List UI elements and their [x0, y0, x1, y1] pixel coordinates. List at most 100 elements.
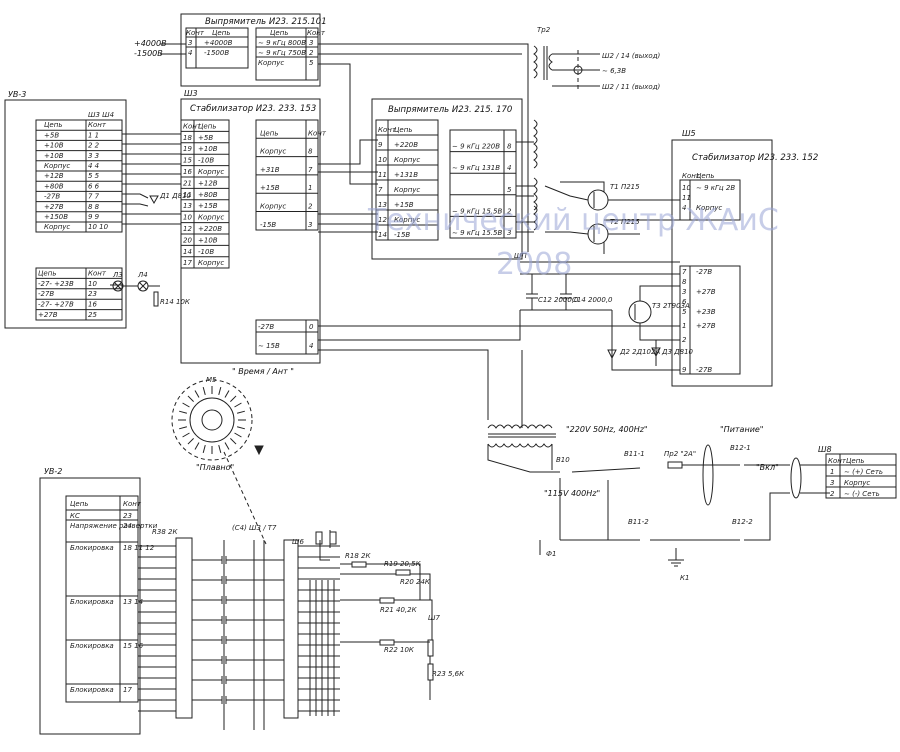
stab153-mid-row-0-b: Конт — [308, 129, 327, 137]
rectifier-170-block: Выпрямитель И23. 215. 170 КонтЦепь9+220В… — [371, 98, 523, 260]
stab153-left-row-7-b: +15В — [198, 202, 218, 210]
uv2-row-2-net: Напряжение развертки — [70, 522, 158, 530]
uv3-row-0-b: Конт — [88, 121, 107, 129]
fuse-label: Пр2 "2А" — [664, 450, 696, 458]
rectifier-101-out-2-pin: 2 — [309, 49, 314, 57]
vypr170-right-row-0-a: ∼ 9 кГц 220В — [452, 143, 500, 151]
stab153-mid-row-3-b: 1 — [308, 184, 312, 192]
power-head-net: Цепь — [846, 457, 864, 465]
uv3-row-4-a: Корпус — [44, 162, 70, 170]
uv3-lower-row-1-b: 10 — [88, 280, 97, 288]
vypr170-left-row-3-b: +131В — [394, 171, 418, 179]
power-connector-label: Ш8 — [818, 445, 832, 454]
rectifier-101-head-d: Конт — [307, 29, 326, 37]
uv2-label: УВ-2 — [44, 467, 62, 476]
rectifier-101-row-2-pin: 4 — [188, 49, 192, 57]
stab153-mid-row-4-b: 2 — [308, 203, 313, 211]
resistor-r18-label: R18 2К — [345, 552, 371, 560]
stabilizer-152-title-a: Стабилизатор И23. 233. 152 — [692, 153, 818, 163]
resistor-r21 — [379, 639, 395, 646]
stab153-mid-row-0-a: Цепь — [260, 129, 278, 137]
transformer-tr1: "220V 50Hz, 400Hz" "115V 400Hz" В10 В11-… — [487, 350, 830, 582]
stab152-row-6-pin: 3 — [682, 288, 686, 296]
uv2-row-6-net: Блокировка — [70, 686, 114, 694]
switch-b12a-label: В12-1 — [730, 444, 751, 452]
stab152-row-5-pin: 8 — [682, 278, 687, 286]
resistor-r18 — [351, 561, 367, 568]
rectifier-101-title: Выпрямитель И23. 215.101 — [205, 17, 327, 27]
uv2-row-0-net: Цепь — [70, 500, 88, 508]
stab152-row-10-pin: 2 — [682, 336, 687, 344]
rectifier-101-row-2-net: -1500В — [204, 49, 229, 57]
output-1-label: Ш2 / 14 (выход) — [602, 52, 661, 60]
stab153-left-row-5-b: +12В — [198, 179, 218, 187]
stab153-mid-row-5-b: 3 — [308, 221, 312, 229]
stabilizer-153-out-15v: ∼ 15В — [258, 342, 280, 350]
rotary-contact — [218, 387, 222, 396]
rectifier-101-row-1-net: +4000В — [204, 39, 233, 47]
stab153-left-row-12-b: Корпус — [198, 259, 224, 267]
power-row-2-pin: 3 — [830, 479, 834, 487]
stab152-row-6-net: +27В — [696, 288, 716, 296]
rotary-contact — [187, 395, 194, 402]
rotary-contact — [182, 402, 190, 408]
power-row-3-pin: 2 — [830, 490, 835, 498]
vypr170-left-row-6-b: Корпус — [394, 216, 420, 224]
stab152-row-1-pin: 10 — [682, 184, 691, 192]
switch-b10-label: В10 — [556, 456, 570, 464]
resistor-r20 — [379, 597, 395, 604]
uv3-row-3-b: 3 3 — [88, 152, 99, 160]
lamp-l3-label: Л3 — [112, 271, 123, 279]
vypr170-left-row-0-a: Конт — [378, 126, 397, 134]
uv3-row-9-b: 9 9 — [88, 213, 100, 221]
transistors-t1-t2: Т1 П215 Т2 П215 — [544, 181, 680, 254]
uv3-row-1-b: 1 1 — [88, 131, 99, 139]
rotary-contact — [194, 442, 200, 450]
uv3-lower-row-3-a: -27- +27В — [38, 301, 74, 309]
resistor-r22-label: R22 10К — [384, 646, 415, 654]
stabilizer-153-out-27v: -27В — [258, 323, 274, 331]
lamps: Л3 Л4 R14 10К — [110, 271, 191, 307]
transistor-t3-label: Т3 2Т903А — [652, 302, 690, 310]
stab153-left-row-12-a: 17 — [183, 259, 192, 267]
uv3-row-5-b: 5 5 — [88, 172, 100, 180]
resistor-r23-label: R23 5,6К — [432, 670, 465, 678]
switch-b12b-label: В12-2 — [732, 518, 753, 526]
stab153-left-row-5-a: 21 — [183, 179, 192, 187]
power-head-pin: Конт — [828, 457, 847, 465]
connector-sh6-label: Ш6 — [292, 538, 304, 546]
stabilizer-153-out-15v-pin: 4 — [309, 342, 313, 350]
power-row-3-net: ∼ (-) Сеть — [844, 490, 880, 498]
rotary-switch-m5: М5 "Плавно" — [171, 376, 267, 545]
uv3-row-2-b: 2 2 — [88, 142, 100, 150]
resistor-small-1 — [315, 531, 323, 545]
rotary-switch-label: М5 — [206, 376, 217, 384]
rotary-contact — [179, 426, 188, 430]
rectifier-101-head-c: Цепь — [270, 29, 288, 37]
vypr170-right-row-4-b: 3 — [507, 229, 511, 237]
stabilizer-152-label: Ш5 — [682, 129, 696, 138]
stabilizer-153-out-27v-pin: 0 — [309, 323, 314, 331]
power-row-2-net: Корпус — [844, 479, 870, 487]
uv2-row-5-net: Блокировка — [70, 642, 114, 650]
stab152-row-8-pin: 5 — [682, 308, 687, 316]
uv3-row-7-a: -27В — [44, 193, 60, 201]
uv3-wires: Д1 Д810 — [122, 133, 192, 225]
stab152-row-3-net: Корпус — [696, 204, 722, 212]
wire — [394, 599, 433, 640]
stab152-row-8-net: +23В — [696, 308, 716, 316]
rotary-contact — [230, 395, 237, 402]
watermark-line-2: 2008 — [496, 247, 572, 282]
rotary-contact — [230, 438, 237, 445]
uv3-lower-row-2-b: 23 — [88, 290, 97, 298]
stab152-row-11-pin: 9 — [682, 366, 687, 374]
transformer-tr2: Тр2 Ш2 / 14 (выход) ∼ 6,3В Ш2 / 11 (выхо… — [527, 26, 661, 252]
vypr170-left-row-6-a: 12 — [378, 216, 387, 224]
stabilizer-153-title: Стабилизатор И23. 233. 153 — [190, 104, 316, 114]
stab153-left-row-10-a: 20 — [183, 236, 192, 244]
uv3-row-3-a: +10В — [44, 152, 64, 160]
stab153-left-row-6-a: 11 — [183, 191, 192, 199]
rectifier-101-out-2-net: ∼ 9 кГц 750В — [258, 49, 306, 57]
